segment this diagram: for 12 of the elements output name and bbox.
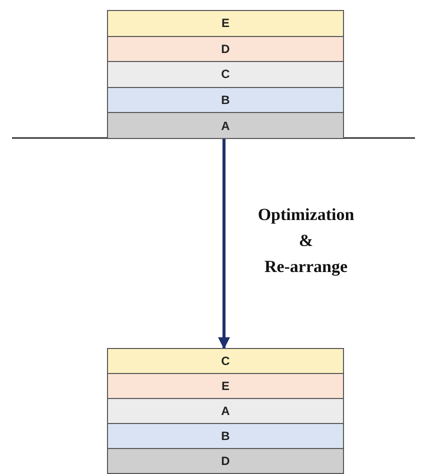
edge-label: Optimization & Re-arrange [256, 204, 356, 278]
layer-box: C [107, 61, 344, 88]
layer-box: A [107, 112, 344, 139]
layer-box: D [107, 36, 344, 62]
arrow [218, 139, 230, 350]
layer-box: C [107, 348, 344, 374]
layer-box: D [107, 448, 344, 474]
layer-box: B [107, 86, 344, 114]
layer-box: B [107, 423, 344, 449]
layer-box: A [107, 398, 344, 424]
layer-box: E [107, 373, 344, 399]
layer-box: E [107, 10, 344, 37]
